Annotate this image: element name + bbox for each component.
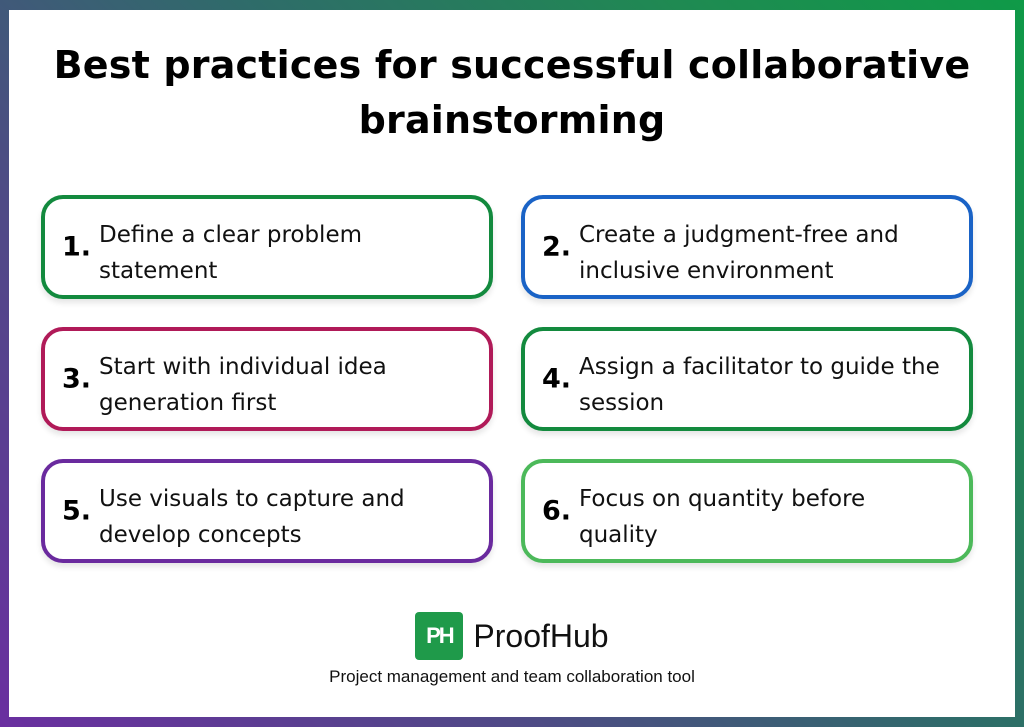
card-number: 1.	[62, 231, 92, 263]
card-number: 2.	[542, 231, 572, 263]
brand-tagline: Project management and team collaboratio…	[329, 667, 695, 686]
card-text: Define a clear problem statement	[99, 222, 363, 284]
card-number: 4.	[542, 363, 572, 395]
practice-card-5: 5. Use visuals to capture and develop co…	[41, 459, 493, 563]
title-line-1: Best practices for successful collaborat…	[53, 43, 971, 87]
card-text: Start with individual idea generation fi…	[99, 354, 387, 416]
brand-lockup: PH ProofHub	[0, 611, 1024, 661]
card-number: 5.	[62, 495, 92, 527]
practice-card-1: 1. Define a clear problem statement	[41, 195, 493, 299]
practice-card-6: 6. Focus on quantity before quality	[521, 459, 973, 563]
page-title: Best practices for successful collaborat…	[0, 38, 1024, 148]
proofhub-logo-icon: PH	[415, 612, 464, 660]
practice-card-2: 2. Create a judgment-free and inclusive …	[521, 195, 973, 299]
practice-card-3: 3. Start with individual idea generation…	[41, 327, 493, 431]
card-number: 6.	[542, 495, 572, 527]
brand-name: ProofHub	[473, 617, 609, 654]
card-text: Create a judgment-free and inclusive env…	[579, 222, 899, 284]
title-line-2: brainstorming	[358, 98, 666, 142]
practice-card-4: 4. Assign a facilitator to guide the ses…	[521, 327, 973, 431]
card-text: Use visuals to capture and develop conce…	[99, 486, 405, 548]
card-number: 3.	[62, 363, 92, 395]
card-text: Focus on quantity before quality	[579, 486, 866, 548]
card-text: Assign a facilitator to guide the sessio…	[579, 354, 940, 416]
